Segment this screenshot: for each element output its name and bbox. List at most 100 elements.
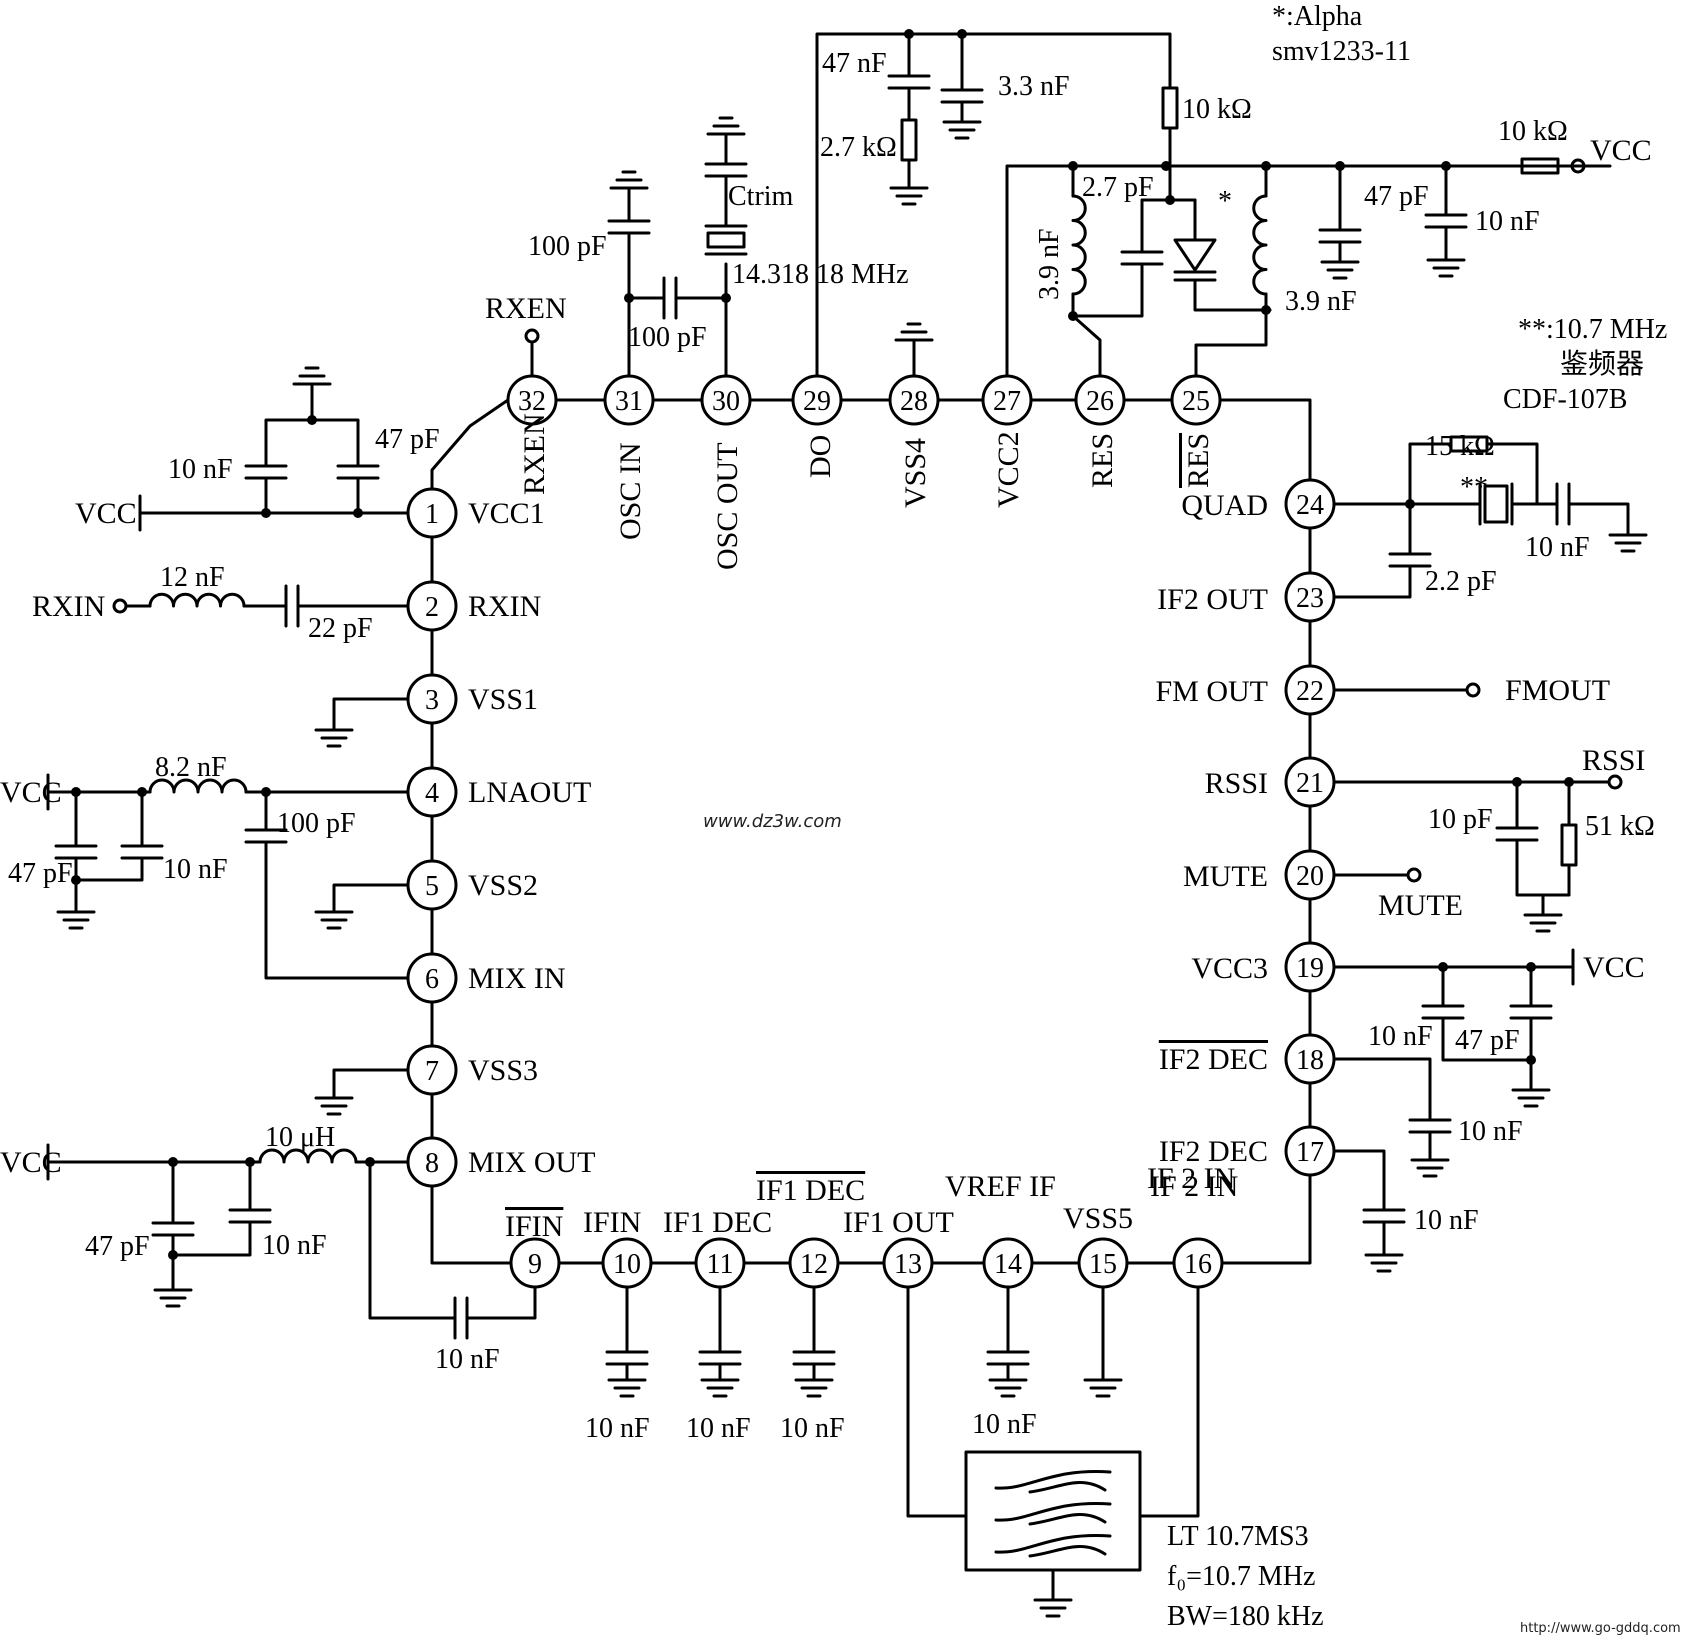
pin-circle xyxy=(601,1237,653,1289)
watermark-dz3w: www.dz3w.com xyxy=(703,811,842,832)
value-c-100pf-lna: 100 pF xyxy=(277,808,356,839)
pin-label-17: IF2 DEC xyxy=(1159,1135,1268,1168)
rssi-terminal xyxy=(1607,774,1623,790)
capacitor-3p3nf-do xyxy=(940,88,984,104)
ic-pin-13: 13 xyxy=(882,1237,934,1289)
capacitor-pin11 xyxy=(698,1350,742,1366)
pin-number: 25 xyxy=(1182,386,1210,417)
pin-number: 18 xyxy=(1296,1045,1324,1076)
pin-number: 15 xyxy=(1089,1249,1117,1280)
pin-label-29: DO xyxy=(804,435,837,478)
ic-pin-10: 10 xyxy=(601,1237,653,1289)
pin-circle xyxy=(1074,374,1126,426)
ic-pin-11: 11 xyxy=(694,1237,746,1289)
ic-pin-12: 12 xyxy=(788,1237,840,1289)
ground-icon-pin5 xyxy=(314,910,354,930)
value-c-pin11: 10 nF xyxy=(686,1413,751,1444)
capacitor-2p7pf-res xyxy=(1120,250,1164,266)
capacitor xyxy=(1421,1004,1465,1020)
pin-number: 32 xyxy=(518,386,546,417)
resistor-10k-vcc2 xyxy=(1520,157,1560,175)
ic-pin-24: 24 xyxy=(1284,478,1336,530)
pin-number: 22 xyxy=(1296,676,1324,707)
pin-circle xyxy=(1284,1125,1336,1177)
pin-number: 31 xyxy=(615,386,643,417)
pin-number: 17 xyxy=(1296,1137,1324,1168)
value-l-mixout: 10 μH xyxy=(265,1122,335,1153)
pin-label-7: VSS3 xyxy=(468,1054,538,1087)
inductor-8p2nf xyxy=(148,778,248,794)
pin-label-20: MUTE xyxy=(1183,860,1268,893)
pin-label-22: FM OUT xyxy=(1155,675,1268,708)
pin-label-24: QUAD xyxy=(1181,489,1268,522)
filter-wave-icon xyxy=(1028,1513,1107,1526)
wiring xyxy=(46,29,1630,1602)
value-c-pin18: 10 nF xyxy=(1458,1116,1523,1147)
pin-circle xyxy=(406,1136,458,1188)
ic-pin-9: 9 xyxy=(509,1237,561,1289)
capacitor-10nf-pin1 xyxy=(244,464,288,480)
ground-icon-rssi xyxy=(1523,913,1563,933)
vcc-terminal-pin8: VCC xyxy=(0,1146,62,1179)
pin-label-27: VCC2 xyxy=(992,431,1025,508)
resistor-2p7k-do xyxy=(900,118,918,162)
pin-number: 29 xyxy=(803,386,831,417)
value-crystal: 14.318 18 MHz xyxy=(732,259,909,290)
filter-center-frequency: f₀=10.7 MHz xyxy=(1167,1561,1315,1592)
value-r-do: 2.7 kΩ xyxy=(820,132,897,163)
discriminator-crystal xyxy=(1483,484,1509,524)
ic-pin-18: 18 xyxy=(1284,1033,1336,1085)
value-c-47pf-vcc2: 47 pF xyxy=(1364,181,1429,212)
value-c-47pf-mixout: 47 pF xyxy=(85,1231,150,1262)
pin-number: 30 xyxy=(712,386,740,417)
junction-dot xyxy=(261,508,271,518)
capacitor-10pf-rssi xyxy=(1495,826,1539,842)
pin-circle xyxy=(1284,756,1336,808)
capacitor-pin10 xyxy=(605,1350,649,1366)
ceramic-filter xyxy=(964,1450,1142,1572)
pin-circle xyxy=(406,952,458,1004)
ground-icon-do2 xyxy=(942,120,982,140)
filter-wave-icon xyxy=(994,1502,1112,1522)
resistor-15k-quad xyxy=(1449,435,1489,453)
discriminator-note-line2: 鉴频器 xyxy=(1560,348,1644,380)
pin-circle xyxy=(1172,1237,1224,1289)
value-c-ifin: 10 nF xyxy=(435,1344,500,1375)
ic-pin-2: 2 xyxy=(406,580,458,632)
ground-icon-pin15 xyxy=(1083,1378,1123,1398)
ic-pin-16: 16 xyxy=(1172,1237,1224,1289)
pin-number: 5 xyxy=(425,871,439,902)
vcc-terminal-top xyxy=(1570,158,1586,174)
value-c-47pf-lna: 47 pF xyxy=(8,858,73,889)
value-c-rxin: 22 pF xyxy=(308,613,373,644)
pin-label-25: RES xyxy=(1182,433,1215,488)
ground-icon-vcc2a xyxy=(1320,260,1360,280)
pin-label-32: RXEN xyxy=(518,413,551,495)
value-r-vcc2: 10 kΩ xyxy=(1498,116,1568,147)
ic-pin-28: 28 xyxy=(888,374,940,426)
value-c-10nf-vcc2: 10 nF xyxy=(1475,206,1540,237)
value-c-2p2pf-quad: 2.2 pF xyxy=(1425,566,1497,597)
ground-icon-do xyxy=(889,186,929,206)
pin-circle xyxy=(700,374,752,426)
pin-circle xyxy=(406,580,458,632)
capacitor-10nf-ifin xyxy=(453,1296,469,1340)
junction-dot xyxy=(353,508,363,518)
pin-number: 20 xyxy=(1296,861,1324,892)
mute-terminal xyxy=(1406,867,1422,883)
pin-label-2: RXIN xyxy=(468,590,541,623)
ic-pin-19: 19 xyxy=(1284,941,1336,993)
ground-icon-pin7 xyxy=(314,1096,354,1116)
value-c-pin12: 10 nF xyxy=(780,1413,845,1444)
pin-number: 11 xyxy=(707,1249,734,1280)
inductor-12nf xyxy=(148,592,246,608)
value-c-10nf-mixout: 10 nF xyxy=(262,1230,327,1261)
capacitor-pin17 xyxy=(1362,1208,1406,1224)
pin-number: 4 xyxy=(425,778,439,809)
pin-circle xyxy=(1284,941,1336,993)
junction-dot xyxy=(71,875,81,885)
pin-label-13: IF1 OUT xyxy=(843,1206,954,1239)
pin-label-18: IF2 DEC xyxy=(1159,1043,1268,1076)
ic-pin-23: 23 xyxy=(1284,571,1336,623)
